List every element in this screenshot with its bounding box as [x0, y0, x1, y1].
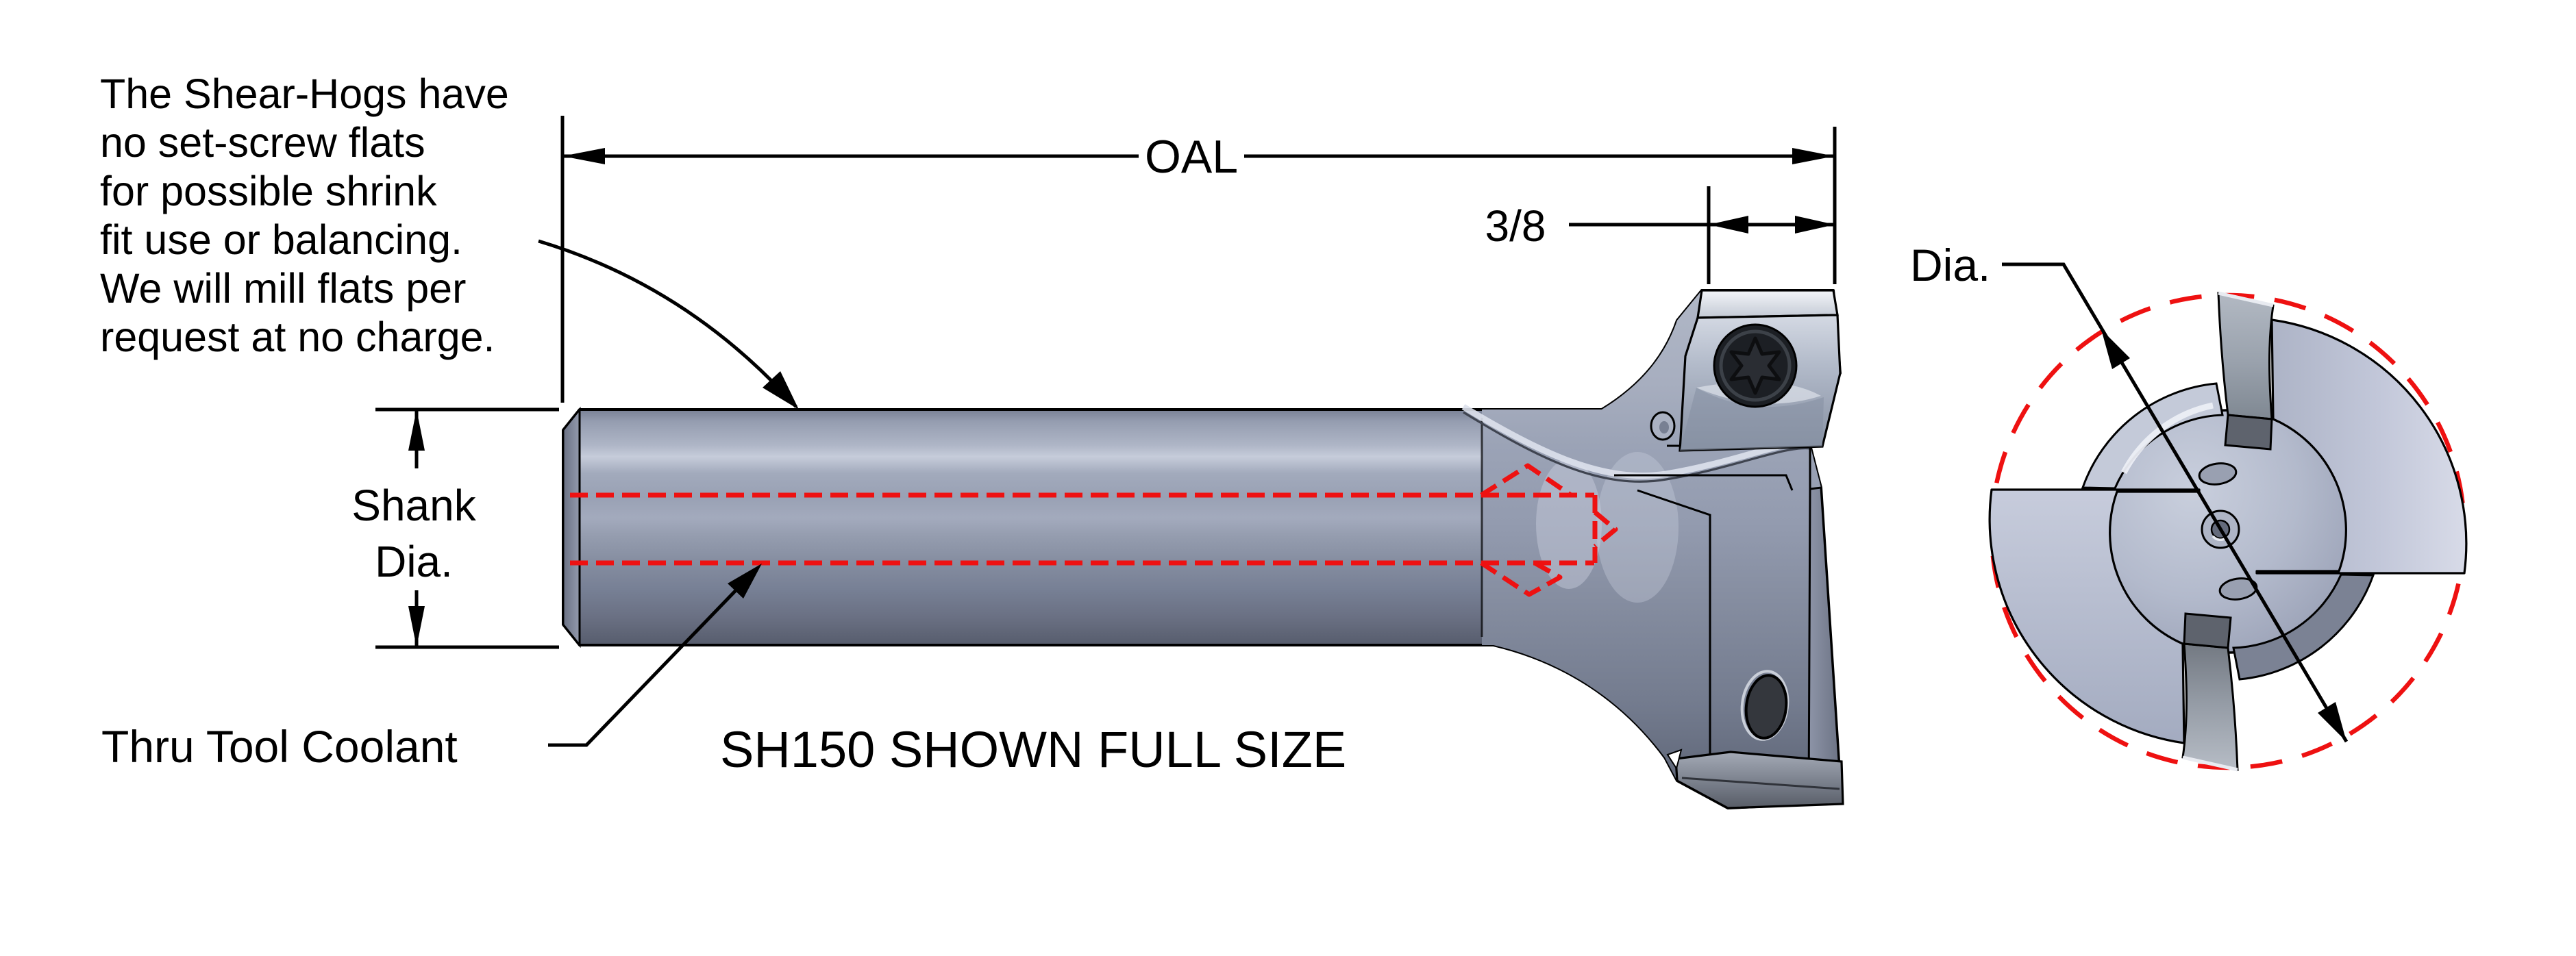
insert-top-face — [1696, 289, 1839, 319]
end-insert-top — [2217, 291, 2275, 451]
side-view — [562, 289, 1844, 809]
shank-end-cap — [562, 406, 581, 649]
shank-dia-label-2: Dia. — [375, 537, 453, 586]
torx-star — [1729, 336, 1781, 395]
shank-arrow-up — [408, 410, 425, 451]
tip-length-label: 3/8 — [1485, 201, 1546, 251]
pocket-wedge-bottom-right — [2232, 573, 2375, 681]
neck-highlight-2 — [1596, 452, 1679, 603]
caption: SH150 SHOWN FULL SIZE — [720, 721, 1346, 778]
dimension-oal: OAL — [560, 116, 1837, 403]
wing-upper-right — [2255, 318, 2468, 575]
note-leader-arrow — [763, 371, 799, 410]
coolant-hole — [1740, 670, 1789, 741]
coolant-callout: Thru Tool Coolant — [101, 564, 762, 772]
shank-dia-label-1: Shank — [351, 481, 476, 530]
flange-ledge — [1614, 474, 1794, 491]
tip-arrow-left — [1709, 216, 1748, 234]
note-leader-curve — [538, 239, 797, 408]
insert-face-shade — [1680, 388, 1824, 451]
end-dia-arrow-lower — [2318, 702, 2346, 742]
end-dia-leader — [2002, 262, 2349, 743]
oal-label: OAL — [1145, 131, 1238, 183]
coolant-leader — [548, 567, 758, 747]
dimension-end-dia: Dia. — [1910, 240, 2349, 743]
note-block: The Shear-Hogs have no set-screw flats f… — [100, 71, 799, 410]
coolant-branch-upper — [1480, 463, 1572, 497]
end-view — [1988, 291, 2468, 772]
end-dia-label: Dia. — [1910, 240, 1990, 290]
torx-screw-icon — [1713, 323, 1798, 408]
note-line-2: no set-screw flats — [100, 119, 425, 166]
coolant-label: Thru Tool Coolant — [101, 721, 458, 772]
end-insert-bottom — [2181, 612, 2239, 772]
flute-scoop-edge — [1463, 411, 1811, 483]
shank-arrow-down — [408, 606, 425, 647]
bottom-insert-notch — [1666, 749, 1683, 770]
neck-highlight — [1536, 459, 1602, 589]
oal-arrow-right — [1792, 148, 1835, 164]
coolant-ports — [2198, 462, 2258, 601]
coolant-leader-arrow — [728, 564, 762, 599]
bottom-insert — [1666, 749, 1844, 809]
note-line-6: request at no charge. — [100, 314, 495, 360]
dimension-tip-length: 3/8 — [1485, 186, 1835, 284]
tip-arrow-right — [1795, 216, 1835, 234]
coolant-funnel — [1592, 495, 1618, 563]
coolant-passages — [570, 463, 1618, 597]
pocket-hole — [1650, 411, 1676, 441]
wing-lower-left — [1988, 488, 2201, 744]
note-line-1: The Shear-Hogs have — [100, 71, 509, 117]
oal-arrow-left — [562, 148, 605, 164]
note-line-3: for possible shrink — [100, 168, 437, 214]
note-line-4: fit use or balancing. — [100, 216, 462, 263]
dimension-shank-dia: Shank Dia. — [351, 407, 559, 649]
note-line-5: We will mill flats per — [100, 265, 466, 312]
scoop-rim — [1637, 489, 1711, 789]
head-right-face — [1807, 486, 1843, 804]
end-dia-arrow-upper — [2101, 329, 2130, 369]
coolant-branch-lower — [1480, 560, 1563, 597]
